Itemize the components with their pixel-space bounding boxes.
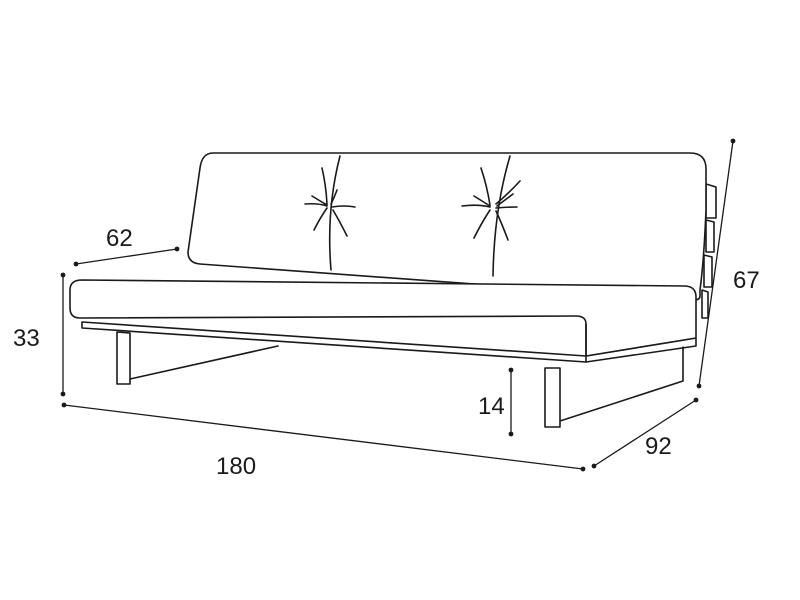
dim-line-backrest-depth xyxy=(75,248,178,265)
leg-brace-left xyxy=(129,345,279,380)
backrest-tuft-right xyxy=(461,167,521,241)
label-width: 180 xyxy=(216,453,256,480)
label-backrest-depth: 62 xyxy=(106,225,133,252)
dimension-labels: 62 33 67 14 180 92 xyxy=(13,225,760,480)
label-depth: 92 xyxy=(645,433,672,460)
dim-line-width xyxy=(63,404,584,470)
seat-cushion xyxy=(69,279,697,357)
leg-front-right xyxy=(544,367,561,428)
dimension-lines xyxy=(60,138,736,472)
label-seat-height: 33 xyxy=(13,325,40,352)
leg-brace-right xyxy=(559,346,684,422)
backrest-seam-1 xyxy=(328,155,341,271)
sofa-drawing xyxy=(69,152,717,428)
dim-line-total-height xyxy=(698,140,734,387)
label-total-height: 67 xyxy=(733,267,760,294)
backrest-tuft-left xyxy=(304,167,356,237)
label-leg-height: 14 xyxy=(478,393,505,420)
dim-line-depth xyxy=(593,399,697,467)
backrest-cushion xyxy=(187,152,707,301)
leg-front-left xyxy=(116,331,131,385)
